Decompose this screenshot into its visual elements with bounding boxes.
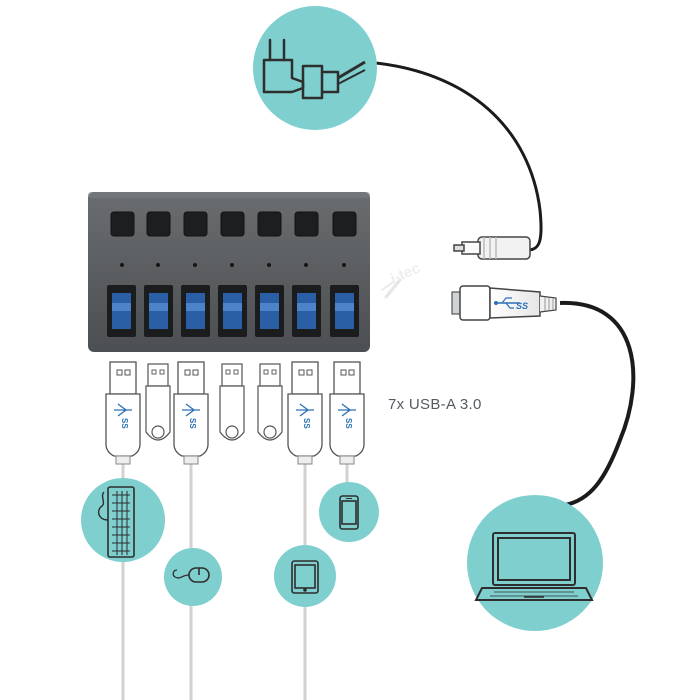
usb-port-2[interactable] [144,285,173,337]
usb-a-ports [107,285,359,337]
laptop-cable [559,300,636,507]
ports-label: 7x USB-A 3.0 [388,396,482,413]
usb-hub: i-tec [88,192,423,352]
port-switch-button-1[interactable] [110,211,135,237]
smartphone-icon [339,495,359,530]
usb-plug-phone: SS [329,361,365,465]
flash-drive-icon [257,363,283,441]
laptop-icon [474,532,594,601]
flash-drive-icon [145,363,171,441]
port-leds [120,263,346,267]
usb-port-7[interactable] [330,285,359,337]
mouse-icon [172,567,210,583]
usb-a-plugs: SS SS SS [105,361,365,465]
ss-mark: SS [302,418,311,429]
port-switch-button-2[interactable] [146,211,171,237]
brand-logo: i-tec [381,260,423,299]
power-circle [253,6,377,130]
ss-mark: SS [120,418,129,429]
port-switch-button-7[interactable] [332,211,357,237]
device-cables [121,462,349,700]
port-switch-buttons [110,211,357,237]
tablet-icon [291,560,319,594]
laptop-device [467,495,603,631]
ss-mark: SS [516,301,528,311]
ss-mark: SS [344,418,353,429]
mouse-device [164,548,222,606]
logo-swoosh [384,278,402,299]
power-plug-icon [262,38,366,100]
usb-plug-tablet: SS [287,361,323,465]
port-switch-button-5[interactable] [257,211,282,237]
keyboard-icon [97,486,135,558]
usb-port-5[interactable] [255,285,284,337]
usb-plug-mouse: SS [173,361,209,465]
usb-port-3[interactable] [181,285,210,337]
port-switch-button-6[interactable] [294,211,319,237]
accent-circle [253,6,377,130]
usb-ss-logo-icon: SS [494,297,528,311]
usb-b-plug: SS [451,285,557,321]
dc-power-plug [453,236,531,260]
usb-port-4[interactable] [218,285,247,337]
flash-drive-icon [219,363,245,441]
usb-port-6[interactable] [292,285,321,337]
phone-device [319,482,379,542]
usb-plug-keyboard: SS [105,361,141,465]
power-cable [364,60,543,252]
port-switch-button-3[interactable] [183,211,208,237]
brand-logo-text: i-tec [388,260,423,288]
keyboard-device [81,478,165,562]
tablet-device [274,545,336,607]
port-switch-button-4[interactable] [220,211,245,237]
flash-drives [145,363,283,441]
ss-mark: SS [188,418,197,429]
usb-port-1[interactable] [107,285,136,337]
